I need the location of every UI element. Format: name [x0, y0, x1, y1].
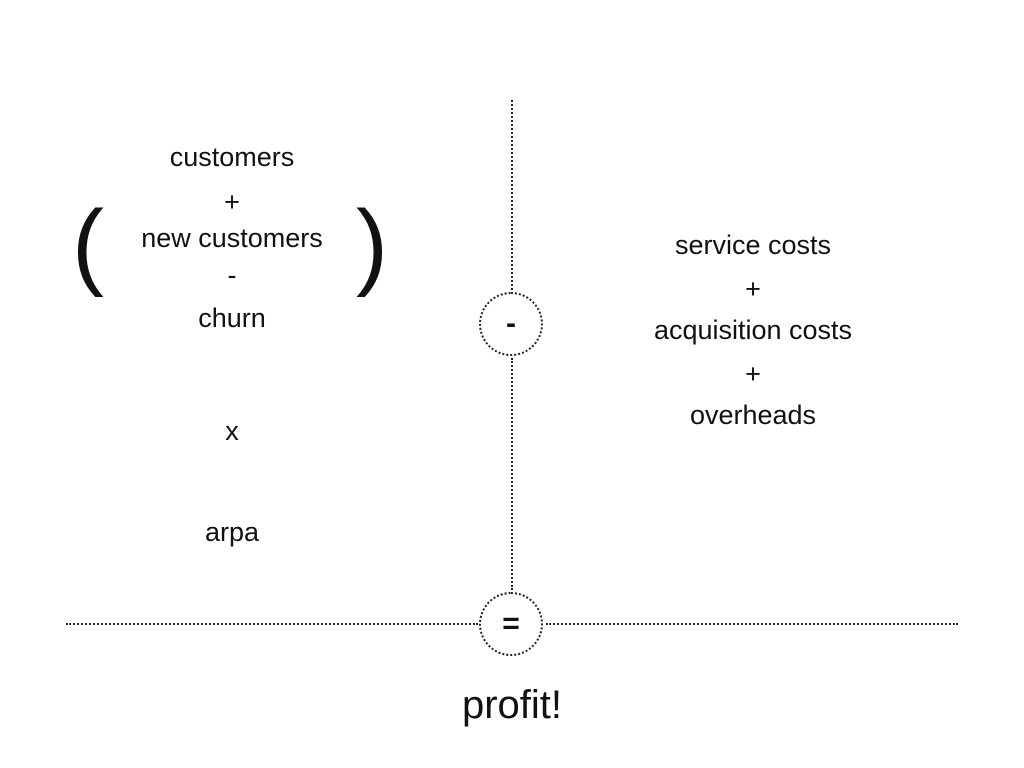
vertical-divider-middle [511, 358, 513, 590]
acquisition-costs-term: acquisition costs [653, 315, 853, 345]
arpa-term: arpa [204, 517, 260, 547]
new-customers-term: new customers [141, 223, 323, 253]
horizontal-divider-right [546, 623, 958, 625]
plus-operator-costs-1: + [745, 274, 761, 304]
service-costs-term: service costs [674, 230, 832, 260]
equals-operator: = [479, 592, 543, 656]
open-parenthesis: ( [72, 191, 104, 298]
subtract-symbol: - [506, 307, 516, 340]
vertical-divider-top [511, 100, 513, 290]
multiply-operator: x [225, 416, 239, 446]
plus-operator-revenue: + [224, 187, 240, 217]
churn-term: churn [198, 303, 266, 333]
minus-operator-revenue: - [227, 260, 237, 290]
horizontal-divider-left [66, 623, 478, 625]
plus-operator-costs-2: + [745, 359, 761, 389]
overheads-term: overheads [689, 400, 817, 430]
subtract-operator: - [479, 292, 543, 356]
close-parenthesis: ) [356, 191, 388, 298]
equals-symbol: = [502, 607, 520, 640]
customers-term: customers [169, 142, 295, 172]
profit-result: profit! [461, 683, 563, 727]
